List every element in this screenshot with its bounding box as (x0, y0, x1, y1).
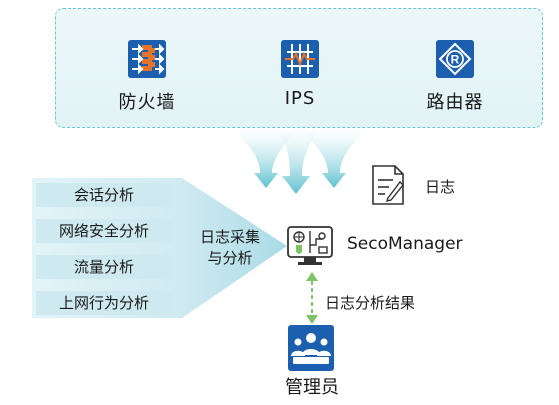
device-label: IPS (284, 88, 316, 109)
ips-icon (281, 40, 319, 78)
svg-text:R: R (451, 53, 460, 67)
analysis-fan (32, 178, 287, 318)
secomanager-label: SecoManager (347, 234, 463, 254)
analysis-item-traffic: 流量分析 (36, 255, 172, 279)
flow-arrow-middle (278, 128, 318, 194)
collect-label-line2: 与分析 (207, 249, 253, 267)
device-firewall: 防火墙 (92, 40, 202, 114)
log-flow-funnel (235, 128, 365, 194)
monitor-settings-icon (287, 226, 333, 265)
analysis-item-session: 会话分析 (36, 183, 172, 207)
device-router: R 路由器 (400, 40, 510, 114)
analysis-item-security: 网络安全分析 (36, 219, 172, 243)
flow-arrow-left (235, 128, 300, 188)
log-label: 日志 (425, 178, 456, 196)
firewall-icon (128, 40, 166, 78)
result-arrow (306, 272, 318, 324)
device-label: 防火墙 (118, 92, 176, 113)
analysis-item-behavior: 上网行为分析 (36, 291, 172, 315)
collect-analysis-label: 日志采集 与分析 (188, 227, 272, 269)
collect-label-line1: 日志采集 (199, 228, 260, 246)
device-ips: IPS (245, 40, 355, 109)
admin-group-icon (288, 325, 334, 371)
flow-arrow-right (300, 128, 365, 188)
document-edit-icon (372, 165, 404, 205)
analysis-result-label: 日志分析结果 (325, 294, 416, 312)
device-label: 路由器 (426, 92, 484, 113)
admin-label: 管理员 (285, 377, 339, 398)
router-icon: R (436, 40, 474, 78)
